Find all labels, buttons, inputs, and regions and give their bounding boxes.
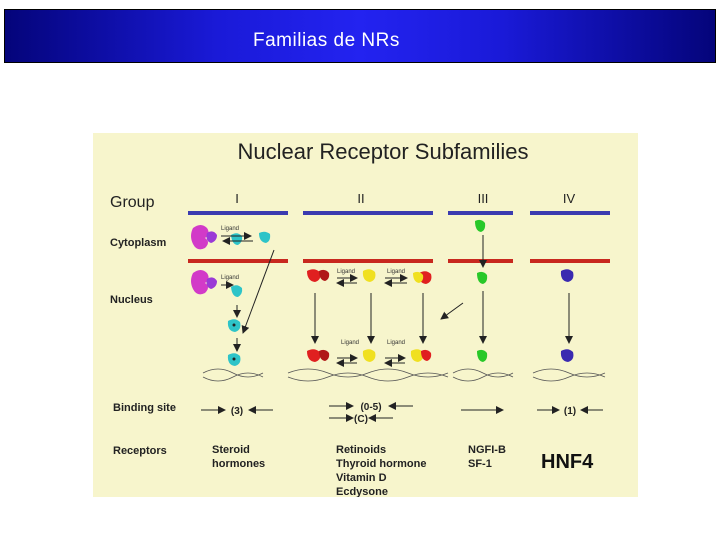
dna-strands	[202, 368, 606, 382]
binding-site-g1: (3)	[231, 406, 243, 417]
slide-title: Familias de NRs	[253, 30, 400, 51]
group-3-receptors	[475, 219, 488, 362]
group-bars	[188, 211, 610, 215]
group-label-3: III	[478, 191, 489, 206]
binding-site-g4: (1)	[564, 406, 576, 417]
figure-title: Nuclear Receptor Subfamilies	[237, 139, 528, 164]
ligand-label: Ligand	[387, 269, 405, 275]
group-label-4: IV	[563, 191, 576, 206]
receptor-g2-line3: Vitamin D	[336, 472, 387, 484]
ligand-label: Ligand	[221, 275, 239, 281]
figure-svg: Nuclear Receptor Subfamilies Group Cytop…	[110, 139, 610, 498]
binding-site-arrows	[201, 402, 603, 422]
group-2-arrows	[311, 274, 464, 367]
row-label-binding-site: Binding site	[113, 402, 176, 414]
receptor-g2-line2: Thyroid hormone	[336, 458, 426, 470]
slide-title-bar: Familias de NRs	[4, 9, 716, 63]
group-label-1: I	[235, 191, 239, 206]
nuclear-receptor-figure: Nuclear Receptor Subfamilies Group Cytop…	[93, 133, 638, 498]
binding-site-g2b: (C)	[354, 414, 368, 425]
binding-site-g2a: (0-5)	[360, 402, 381, 413]
receptor-g2-line4: Ecdysone	[336, 486, 388, 497]
row-label-group: Group	[110, 194, 155, 211]
nuclear-membrane	[188, 259, 610, 263]
row-label-receptors: Receptors	[113, 445, 167, 457]
group-2-receptors	[307, 269, 432, 362]
ligand-label: Ligand	[337, 269, 355, 275]
receptor-g2-line1: Retinoids	[336, 444, 386, 456]
group-1-receptors	[191, 225, 271, 366]
ligand-label: Ligand	[387, 340, 405, 346]
group-label-2: II	[357, 191, 364, 206]
receptor-g1-line1: Steroid	[212, 444, 250, 456]
row-label-nucleus: Nucleus	[110, 294, 153, 306]
receptor-g1-line2: hormones	[212, 458, 265, 470]
group-4-receptors	[560, 269, 574, 362]
receptor-g3-line2: SF-1	[468, 458, 492, 470]
receptor-g4: HNF4	[541, 451, 594, 473]
ligand-label: Ligand	[221, 226, 239, 232]
row-label-cytoplasm: Cytoplasm	[110, 237, 166, 249]
receptor-g3-line1: NGFI-B	[468, 444, 506, 456]
group-1-arrows	[221, 232, 275, 352]
ligand-label: Ligand	[341, 340, 359, 346]
